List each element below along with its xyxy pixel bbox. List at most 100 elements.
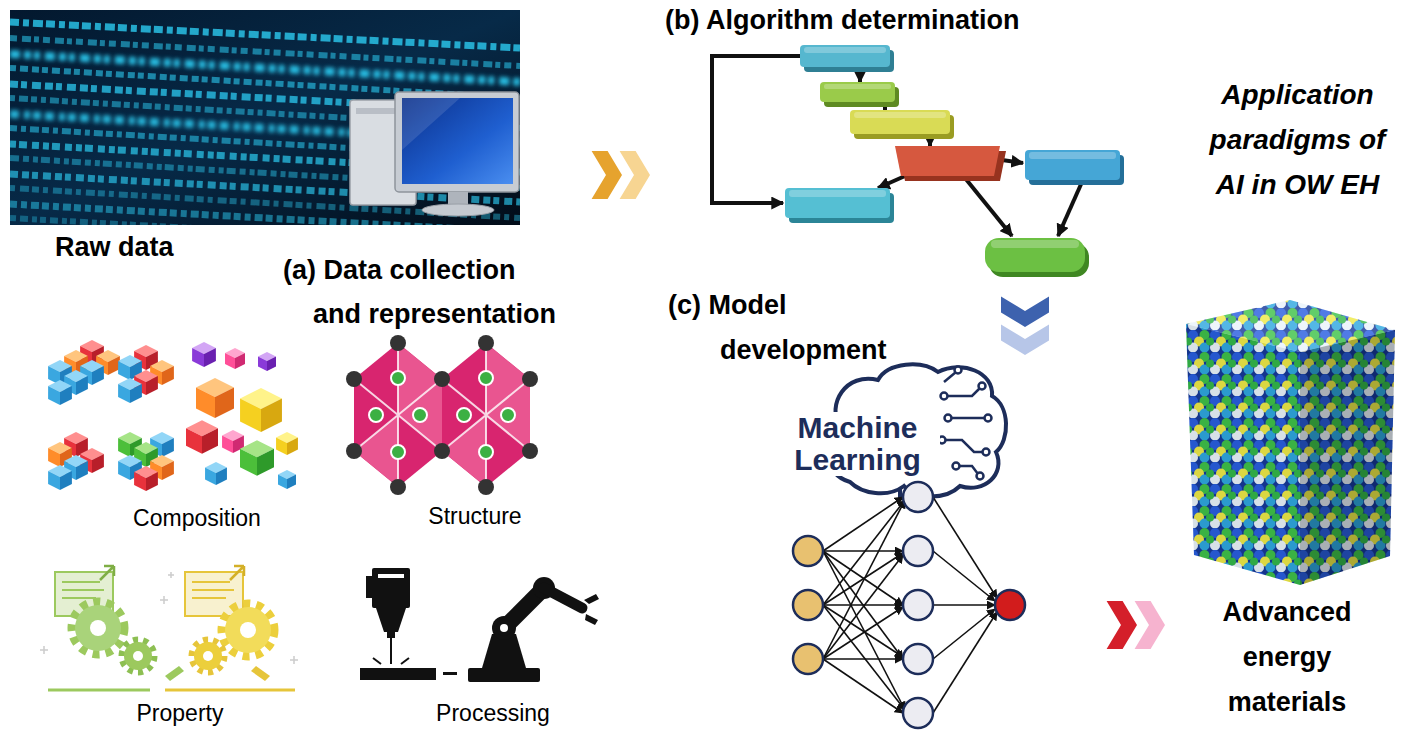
panel-heading: (b) Algorithm determination — [665, 3, 1202, 37]
structure-icon — [390, 479, 406, 495]
machine-learning-icon — [977, 473, 984, 480]
flowchart-icon — [965, 178, 1012, 236]
item-label: Structure — [375, 503, 575, 530]
property-icon — [40, 646, 48, 654]
panel-heading: (c) Model development — [668, 283, 900, 373]
machine-learning-icon — [823, 659, 903, 713]
property-icon — [230, 566, 244, 580]
model-panel: (c) Model development — [663, 283, 1050, 735]
machine-learning-icon — [933, 612, 997, 713]
machine-learning-icon — [823, 605, 903, 657]
material-cube — [1186, 324, 1300, 585]
composition-icon — [48, 380, 72, 405]
item-label: Processing — [393, 700, 593, 727]
raw-data-picture — [422, 204, 494, 216]
processing-icon — [360, 668, 436, 680]
flowchart-icon — [712, 56, 800, 203]
processing-icon — [360, 568, 599, 682]
machine-learning-icon — [985, 415, 992, 422]
machine-learning-icon — [823, 553, 903, 605]
flowchart-icon — [1002, 160, 1023, 163]
flowchart-icon — [850, 110, 950, 134]
property-icon — [122, 640, 154, 672]
property-icon — [72, 602, 124, 654]
structure-icon — [413, 408, 427, 422]
chevron-connector — [1107, 601, 1165, 649]
chevron-head — [1001, 297, 1049, 327]
structure-icon — [479, 445, 493, 459]
structure-icon — [346, 335, 538, 495]
processing-icon — [376, 608, 406, 632]
composition-icon — [240, 388, 282, 432]
flowchart-icon — [1029, 152, 1116, 159]
machine-learning-icon — [823, 604, 903, 606]
composition-icon — [258, 352, 276, 371]
structure-icon — [434, 371, 450, 387]
flowchart-icon — [789, 190, 886, 197]
flowchart-icon — [712, 45, 1124, 277]
processing-item: Processing — [355, 560, 605, 735]
flowchart-icon — [824, 84, 891, 89]
flowchart-icon — [820, 82, 895, 102]
machine-learning-icon — [903, 482, 933, 512]
item-label: Property — [80, 700, 280, 727]
structure-icon — [391, 371, 405, 385]
side-note: Application paradigms of AI in OW EH — [1200, 72, 1395, 207]
machine-learning-icon — [823, 551, 903, 659]
composition-icon — [276, 432, 298, 455]
machine-learning-icon — [903, 644, 933, 674]
property-icon — [168, 572, 174, 578]
property-icon — [251, 666, 270, 681]
structure-icon — [369, 408, 383, 422]
structure-icon — [434, 443, 450, 459]
processing-icon — [443, 672, 457, 675]
property-icon — [203, 651, 213, 661]
machine-learning-icon — [933, 497, 997, 598]
property-icon — [225, 607, 271, 653]
composition-icon — [196, 378, 234, 418]
icon-label: Machine Learning — [775, 412, 940, 476]
structure-item: Structure — [340, 335, 577, 535]
processing-icon — [373, 658, 409, 664]
composition-icon — [205, 462, 227, 485]
processing-icon — [584, 594, 599, 625]
flowchart-icon — [804, 47, 886, 53]
machine-learning-icon — [823, 658, 903, 660]
chevron-connector — [592, 151, 650, 199]
property-icon — [40, 572, 298, 664]
machine-learning-icon — [903, 698, 933, 728]
flowchart-icon — [800, 45, 890, 67]
machine-learning-icon — [823, 605, 905, 710]
chevron-head — [1135, 601, 1165, 649]
property-icon — [122, 640, 154, 672]
machine-learning-icon — [933, 609, 995, 659]
property-item: Property — [35, 570, 300, 735]
structure-icon — [522, 371, 538, 387]
machine-learning-icon — [939, 367, 992, 480]
processing-icon — [366, 576, 374, 598]
machine-learning-icon — [823, 500, 905, 659]
machine-learning-icon — [793, 590, 823, 620]
material-cube — [1300, 330, 1395, 585]
property-icon — [165, 666, 184, 681]
material-cube — [1300, 330, 1395, 585]
machine-learning-icon — [944, 372, 956, 382]
structure-icon — [354, 343, 530, 487]
structure-icon — [354, 343, 442, 487]
machine-learning-icon — [903, 590, 933, 620]
flowchart-icon — [1025, 150, 1120, 180]
flowchart-icon — [785, 188, 890, 218]
raw-data-picture — [402, 98, 460, 150]
raw-data-picture — [402, 98, 513, 184]
raw-data-picture — [10, 10, 520, 246]
property-icon — [222, 604, 274, 656]
flowchart-icon — [1058, 182, 1082, 236]
structure-icon — [346, 335, 538, 495]
property-icon — [222, 604, 274, 656]
raw-data-panel: Raw data — [10, 8, 572, 290]
machine-learning-icon — [946, 388, 980, 396]
structure-icon — [442, 343, 530, 487]
